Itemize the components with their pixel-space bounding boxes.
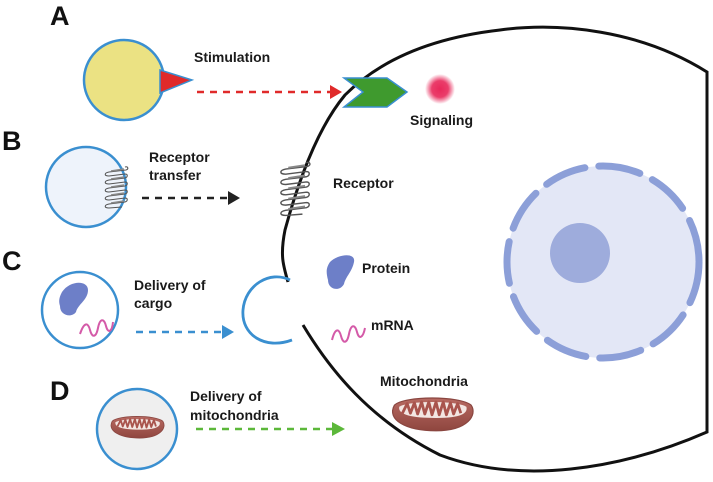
protein-label: Protein [362,260,410,276]
delivery-cargo-label-1: Delivery of [134,277,206,293]
stimulation-arrow-head [330,85,342,99]
delivery-cargo-label-2: cargo [134,295,172,311]
mitochondria-label: Mitochondria [380,373,468,389]
signaling-label: Signaling [410,112,473,128]
panel-letter-b: B [2,126,22,156]
nucleus [503,162,703,362]
panel-letter-c: C [2,246,22,276]
receptor-transfer-label-1: Receptor [149,149,210,165]
vesicle-mitochondria-icon [110,415,166,440]
mrna-icon [331,325,366,343]
panel-letter-d: D [50,376,70,406]
protein-icon [326,255,355,289]
mrna-label: mRNA [371,317,414,333]
cell-membrane [280,25,709,473]
receptor-label: Receptor [333,175,394,191]
ligand-icon [159,68,195,95]
vesicle-a [82,38,166,122]
mitochondria-icon [391,396,475,433]
delivery-mito-label-2: mitochondria [190,407,279,423]
delivery-cargo-arrow-head [222,325,234,339]
surface-receptor-icon [341,77,409,108]
receptor-transfer-arrow-head [228,191,240,205]
receptor-transfer-label-2: transfer [149,167,202,183]
fusing-vesicle [241,275,293,345]
stimulation-label: Stimulation [194,49,270,65]
delivery-mito-label-1: Delivery of [190,388,262,404]
vesicle-mrna-icon [79,319,114,337]
vesicle-protein-icon [59,282,88,316]
delivery-mito-arrow-head [332,422,345,436]
vesicle-c [40,270,120,350]
signal-icon [425,74,455,104]
panel-letter-a: A [50,1,70,31]
nucleolus [550,223,610,283]
